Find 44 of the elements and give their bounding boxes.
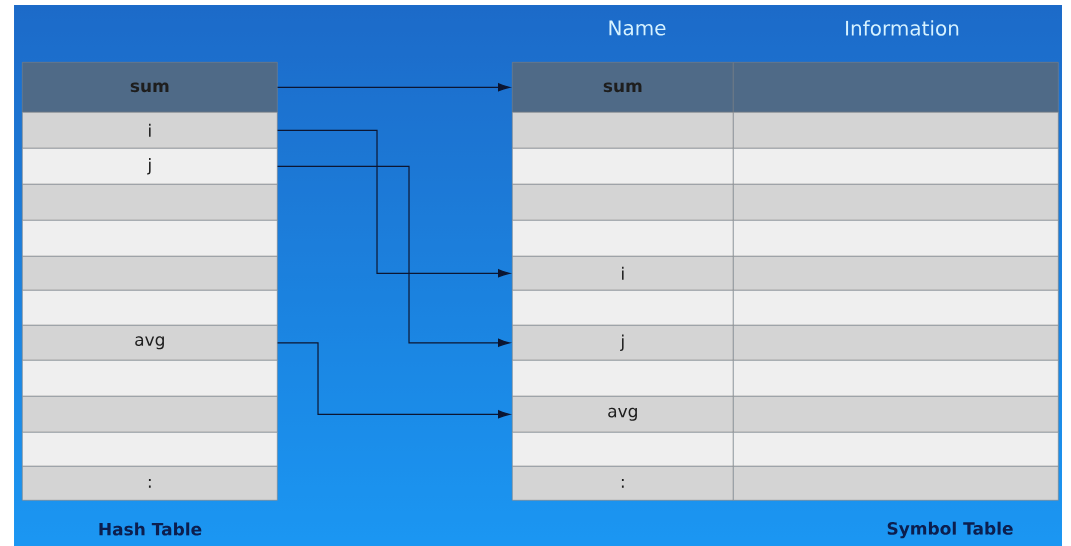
header-cell	[733, 62, 1059, 113]
table-cell	[512, 148, 734, 185]
table-cell	[733, 396, 1059, 433]
table-title: Hash Table	[99, 522, 202, 536]
table-cell	[733, 256, 1059, 291]
table-cell	[733, 466, 1059, 501]
table-cell: i	[512, 256, 734, 291]
table-cell	[733, 112, 1059, 149]
table-cell: avg	[22, 325, 278, 361]
column-heading: Information	[846, 20, 959, 36]
table-cell	[22, 220, 278, 257]
table-cell	[733, 220, 1059, 257]
arrow	[277, 342, 510, 419]
table-cell	[22, 396, 278, 433]
table-cell: j	[512, 325, 734, 361]
table-cell: :	[22, 466, 278, 501]
table-title: Symbol Table	[887, 521, 1013, 539]
table-cell	[733, 148, 1059, 185]
table-cell	[733, 290, 1059, 326]
arrow	[277, 83, 510, 92]
column-heading: Name	[609, 20, 666, 36]
table-cell	[733, 360, 1059, 397]
header-cell: sum	[22, 62, 278, 113]
table-cell	[512, 184, 734, 221]
table-cell	[512, 220, 734, 257]
table-cell	[733, 432, 1059, 467]
table-cell	[22, 290, 278, 326]
table-cell	[512, 432, 734, 467]
table-cell	[733, 184, 1059, 221]
table-cell: i	[22, 112, 278, 149]
table-cell	[22, 360, 278, 397]
table-cell	[22, 432, 278, 467]
table-cell	[512, 112, 734, 149]
header-cell: sum	[512, 62, 734, 113]
table-cell	[512, 290, 734, 326]
table-cell: j	[22, 148, 278, 185]
table-cell	[22, 256, 278, 291]
arrow	[277, 129, 510, 278]
table-cell	[22, 184, 278, 221]
table-cell: avg	[512, 396, 734, 433]
arrow	[277, 165, 510, 347]
table-cell: :	[512, 466, 734, 501]
table-cell	[733, 325, 1059, 361]
table-cell	[512, 360, 734, 397]
